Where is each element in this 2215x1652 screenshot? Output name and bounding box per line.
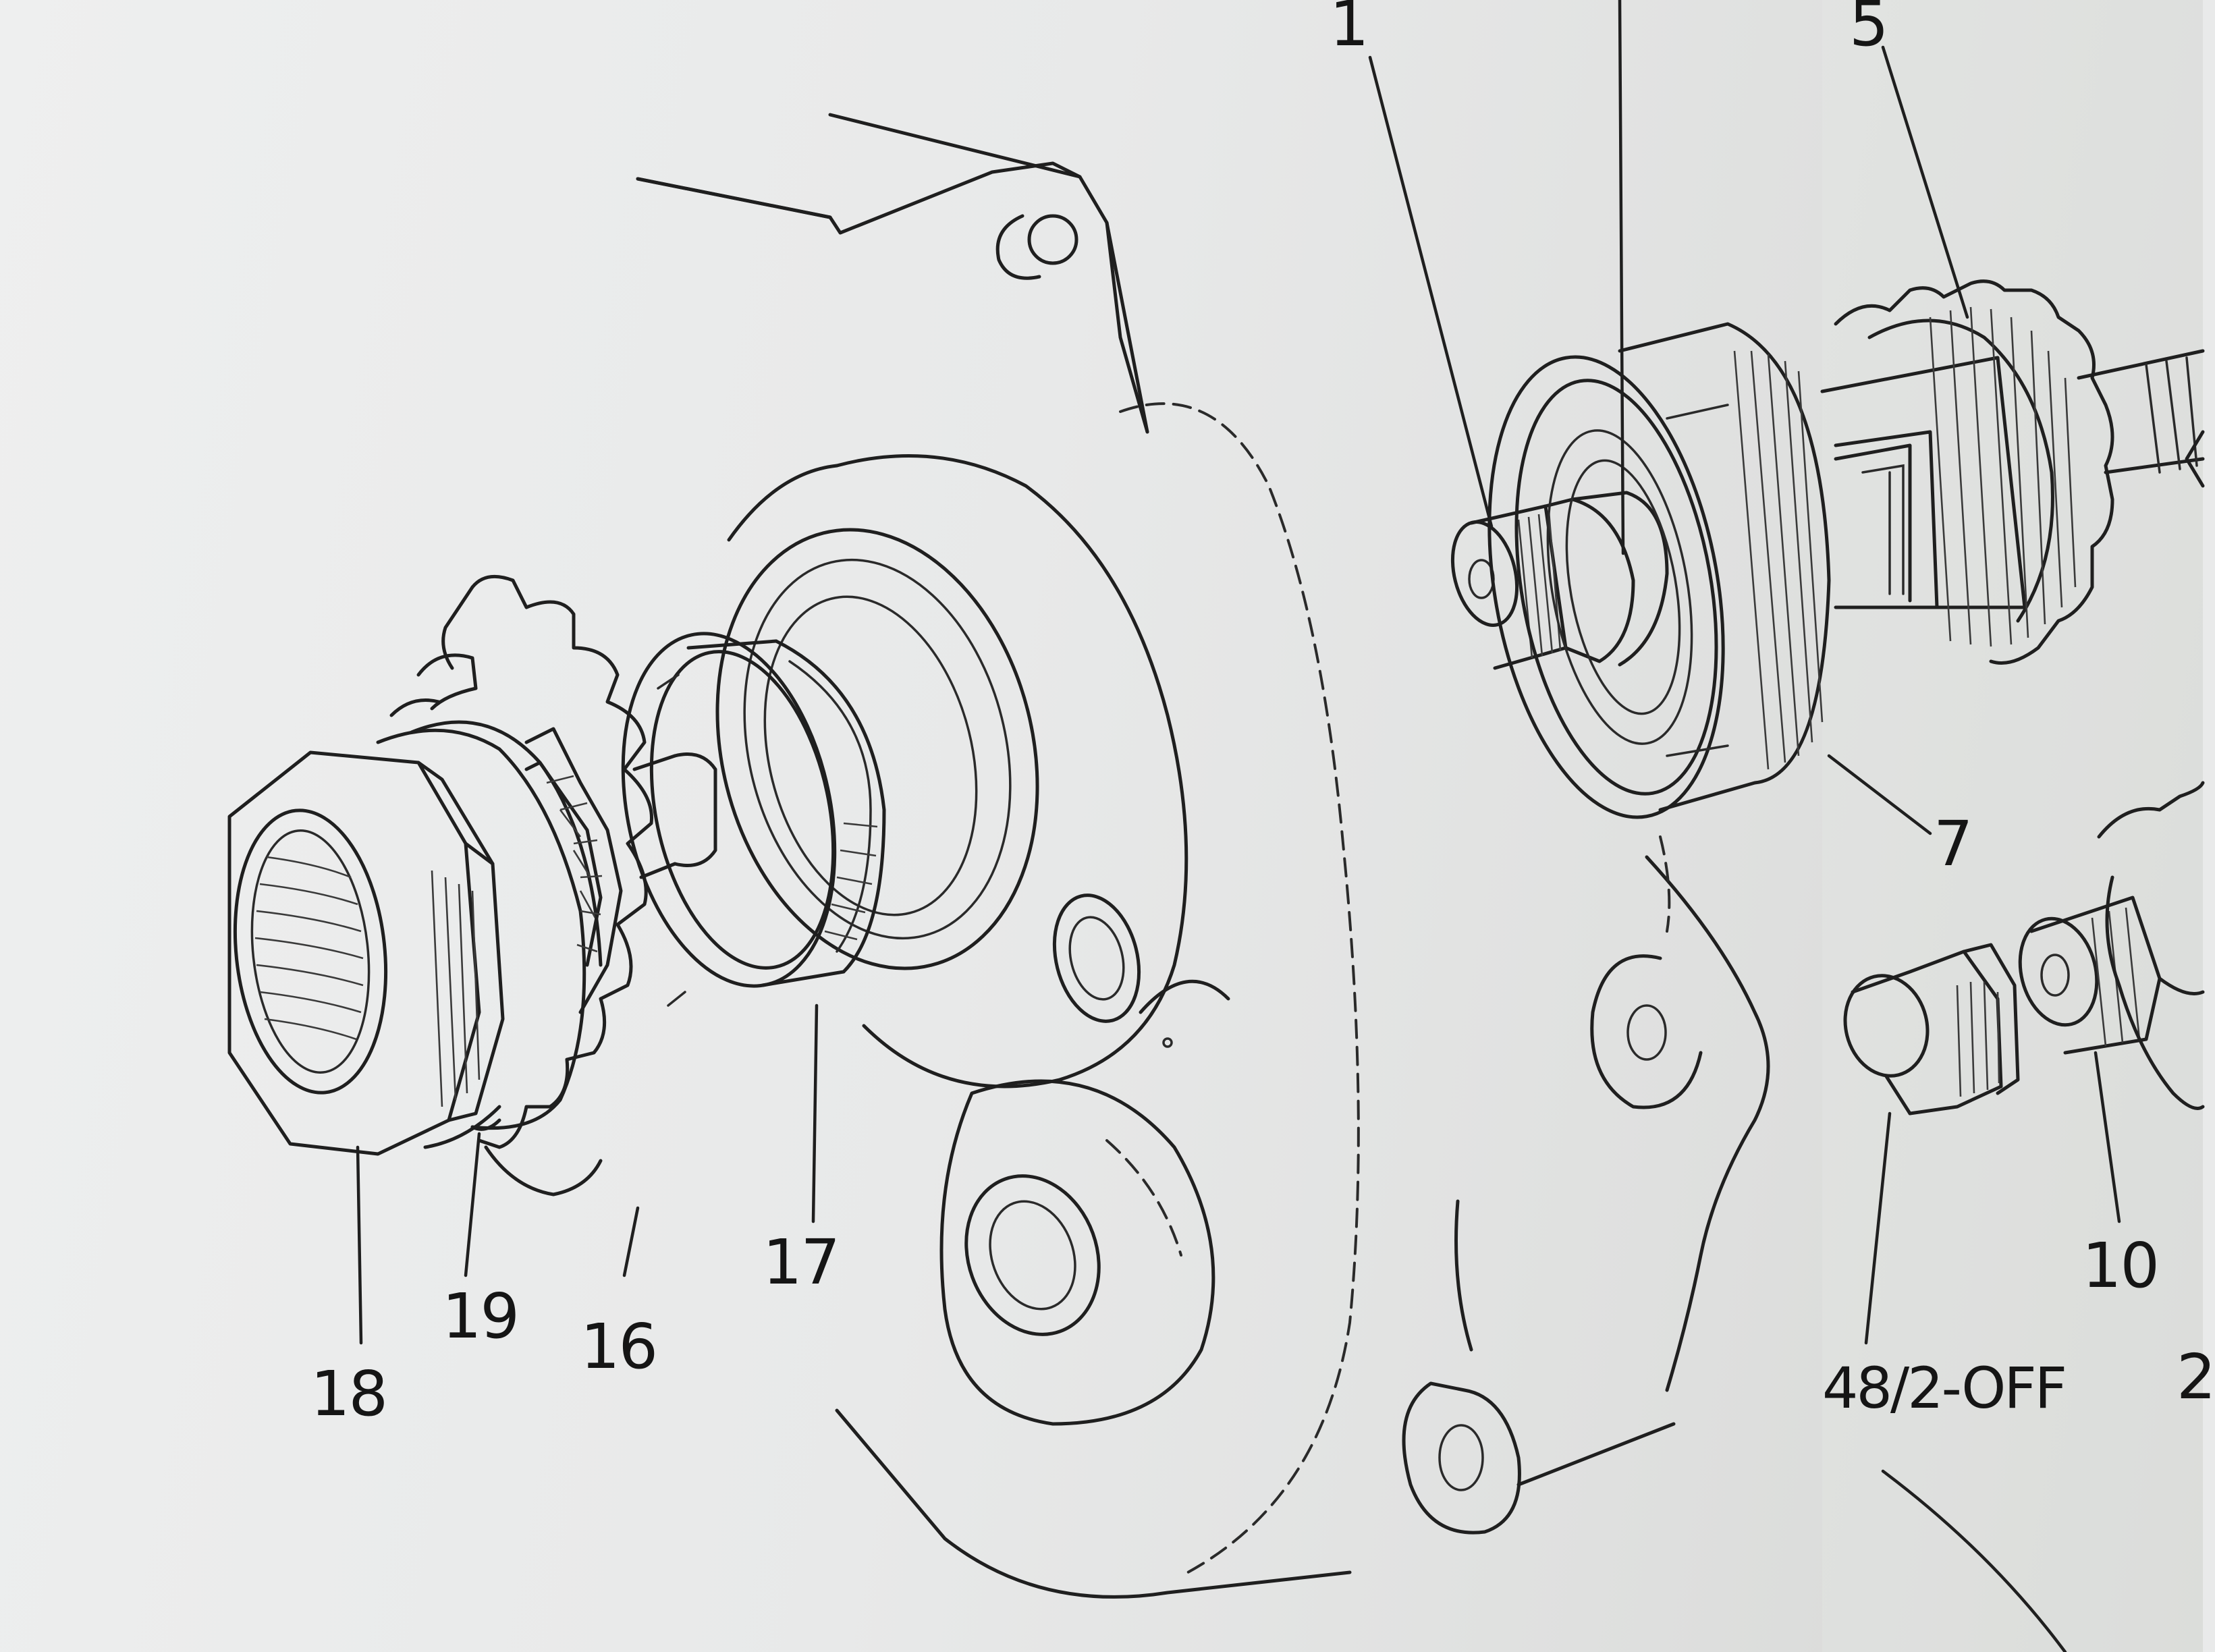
leader-16 bbox=[622, 1206, 640, 1277]
part-1-mainshaft bbox=[1450, 491, 1669, 670]
part-16-sprocket bbox=[389, 574, 653, 1196]
part-18-hex-nut bbox=[227, 750, 505, 1156]
part-17-oil-seal bbox=[621, 632, 886, 1007]
part-7-ball-bearing bbox=[1487, 322, 1831, 819]
callout-5: 5 bbox=[1849, 0, 1889, 60]
callout-17: 17 bbox=[763, 1226, 840, 1298]
gearbox-casing bbox=[636, 113, 1360, 1599]
callout-48-2-off: 48/2-OFF bbox=[1822, 1355, 2067, 1421]
paper-shading bbox=[1822, 0, 2203, 1652]
callout-10: 10 bbox=[2082, 1230, 2160, 1302]
leader-48 bbox=[1864, 1111, 1892, 1345]
callout-leaders bbox=[356, 0, 2121, 1652]
callout-2-partial: 2 bbox=[2177, 1341, 2215, 1413]
casing-arm-right bbox=[1402, 835, 1770, 1535]
bearing-housing-boss bbox=[715, 454, 1188, 1089]
part-5-gear-cluster bbox=[1820, 279, 2205, 665]
leader-2-top bbox=[1618, 0, 1625, 555]
leader-5 bbox=[1881, 45, 1969, 319]
leader-1 bbox=[1368, 55, 1494, 528]
leader-18 bbox=[356, 1145, 363, 1345]
callout-16: 16 bbox=[580, 1311, 658, 1383]
callout-7: 7 bbox=[1934, 808, 1973, 880]
callout-1: 1 bbox=[1330, 0, 1369, 60]
callout-18: 18 bbox=[310, 1358, 388, 1430]
part-48-bush bbox=[1843, 943, 2020, 1116]
lower-mounting-lug bbox=[939, 1079, 1215, 1426]
leader-17 bbox=[811, 1003, 819, 1223]
leader-48-tail bbox=[1881, 1469, 2067, 1652]
leader-19 bbox=[464, 1132, 481, 1277]
leader-10 bbox=[2094, 1051, 2121, 1223]
callout-19: 19 bbox=[442, 1280, 520, 1352]
part-10-sleeve-gear bbox=[2018, 781, 2205, 1110]
leader-7 bbox=[1827, 754, 1932, 835]
